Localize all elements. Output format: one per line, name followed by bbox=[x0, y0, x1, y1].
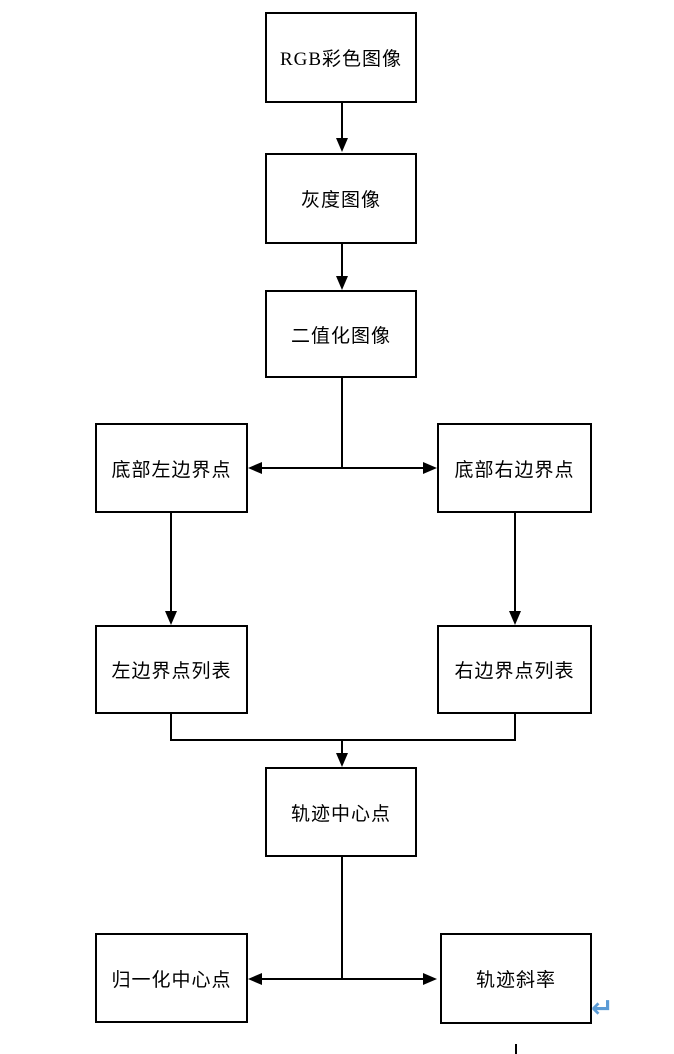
node-rgb-image: RGB彩色图像 bbox=[265, 12, 417, 103]
node-track-slope: 轨迹斜率 bbox=[440, 933, 592, 1024]
node-left-boundary-list: 左边界点列表 bbox=[95, 625, 248, 714]
arrowhead-left-bottomleft bbox=[248, 462, 262, 474]
arrowhead-down-leftlist bbox=[165, 611, 177, 625]
node-bottom-right-boundary: 底部右边界点 bbox=[437, 423, 592, 513]
text-cursor-mark bbox=[515, 1044, 517, 1054]
arrowhead-right-slope bbox=[423, 973, 437, 985]
arrowhead-down-center bbox=[336, 753, 348, 767]
arrowhead-down-rightlist bbox=[509, 611, 521, 625]
edge-lists-merge bbox=[170, 713, 516, 741]
arrowhead-down-binary bbox=[336, 276, 348, 290]
arrowhead-left-normalized bbox=[248, 973, 262, 985]
node-right-boundary-list: 右边界点列表 bbox=[437, 625, 592, 714]
node-binary-image: 二值化图像 bbox=[265, 290, 417, 378]
node-normalized-center-point: 归一化中心点 bbox=[95, 933, 248, 1023]
line-break-mark-icon: ↵ bbox=[591, 993, 614, 1024]
node-gray-image: 灰度图像 bbox=[265, 153, 417, 244]
arrowhead-right-bottomright bbox=[423, 462, 437, 474]
arrowhead-down-gray bbox=[336, 138, 348, 152]
node-bottom-left-boundary: 底部左边界点 bbox=[95, 423, 248, 513]
node-track-center-point: 轨迹中心点 bbox=[265, 767, 417, 857]
